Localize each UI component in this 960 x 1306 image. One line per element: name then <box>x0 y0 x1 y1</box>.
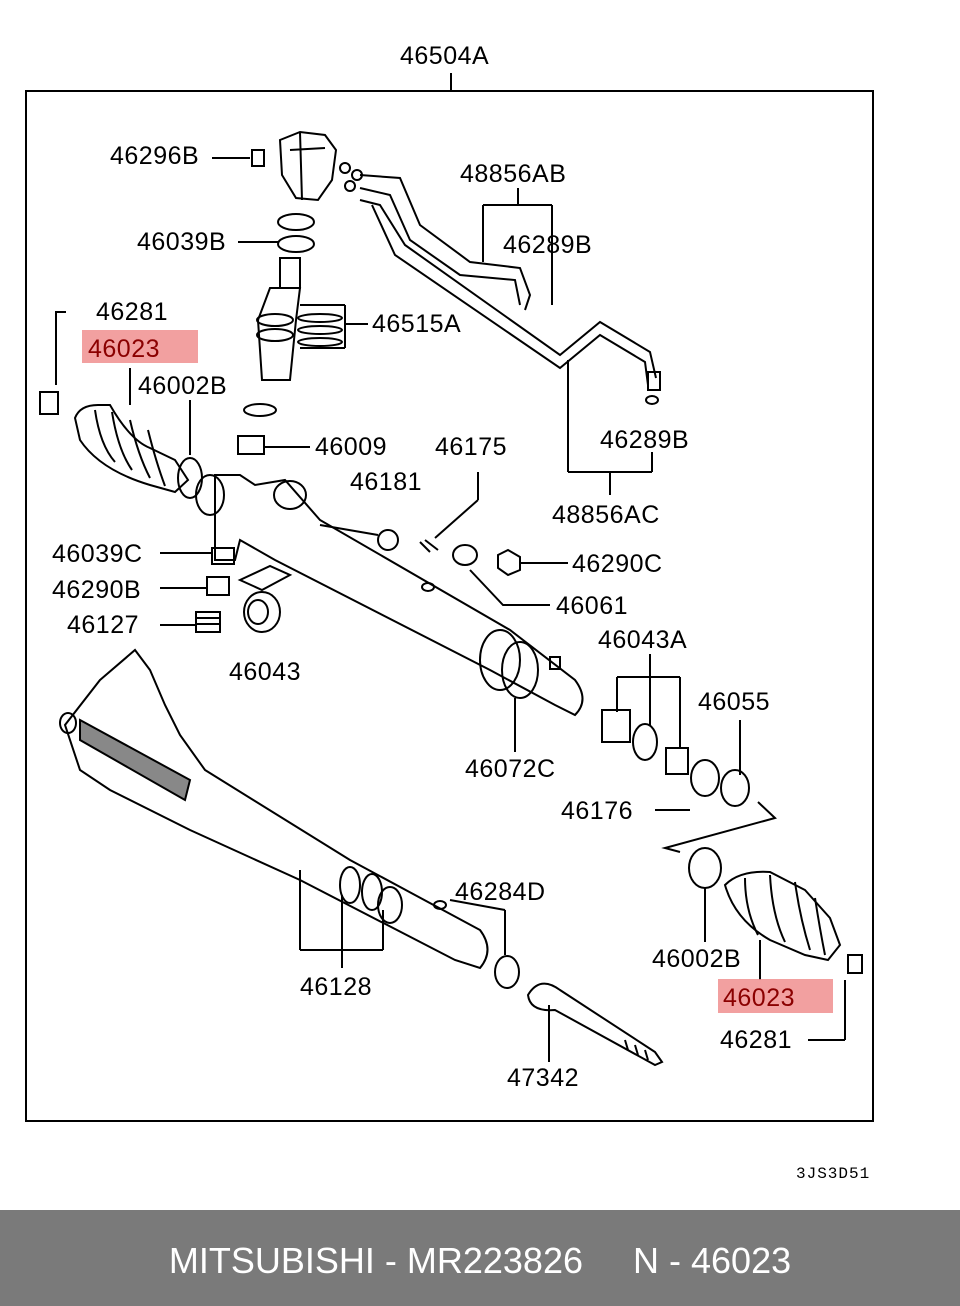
label-46039B: 46039B <box>137 228 227 256</box>
label-46043A: 46043A <box>598 626 688 654</box>
parts-diagram: 46504A 46296B 48856AB 46289B 46039B 4628… <box>25 42 874 1183</box>
label-48856AB: 48856AB <box>460 160 567 188</box>
highlight-box-left <box>82 330 198 363</box>
label-46504A: 46504A <box>400 42 490 70</box>
label-46072C: 46072C <box>465 755 556 783</box>
label-46002B-right: 46002B <box>652 945 742 973</box>
diagram-code: 3JS3D51 <box>796 1165 871 1183</box>
label-46176: 46176 <box>561 797 634 825</box>
highlight-box-right <box>718 979 833 1013</box>
label-46127: 46127 <box>67 611 140 639</box>
label-46055: 46055 <box>698 688 771 716</box>
label-46061: 46061 <box>556 592 629 620</box>
label-46296B: 46296B <box>110 142 200 170</box>
footer-part-info: MITSUBISHI - MR223826 N - 46023 <box>168 1240 792 1281</box>
footer-bar <box>0 1210 960 1306</box>
label-46128: 46128 <box>300 973 373 1001</box>
label-46289B-top: 46289B <box>503 231 593 259</box>
label-47342: 47342 <box>507 1064 580 1092</box>
label-46281-left: 46281 <box>96 298 169 326</box>
label-46281-right: 46281 <box>720 1026 793 1054</box>
label-46515A: 46515A <box>372 310 462 338</box>
label-46039C: 46039C <box>52 540 143 568</box>
label-46290C: 46290C <box>572 550 663 578</box>
steering-rack-illustration <box>25 73 874 1122</box>
label-46023-right: 46023 <box>723 984 796 1012</box>
label-46023-left: 46023 <box>88 335 161 363</box>
label-46175: 46175 <box>435 433 508 461</box>
label-46290B: 46290B <box>52 576 142 604</box>
label-46002B-left: 46002B <box>138 372 228 400</box>
label-46181: 46181 <box>350 468 423 496</box>
label-46043: 46043 <box>229 658 302 686</box>
label-46284D: 46284D <box>455 878 546 906</box>
label-48856AC: 48856AC <box>552 501 660 529</box>
label-46009: 46009 <box>315 433 388 461</box>
label-46289B-mid: 46289B <box>600 426 690 454</box>
